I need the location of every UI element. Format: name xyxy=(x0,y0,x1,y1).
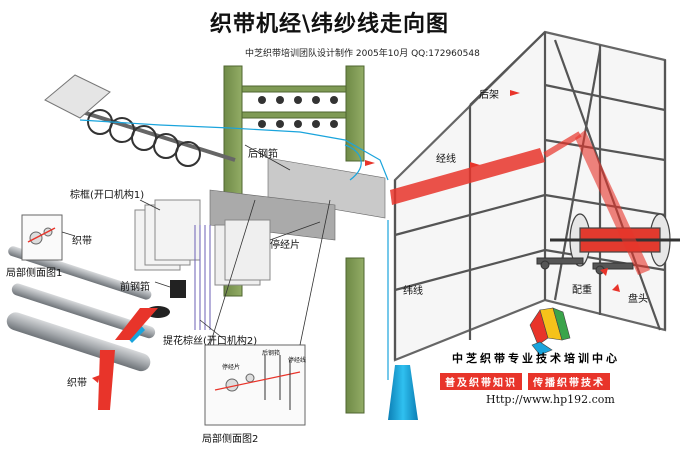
label-partial-side-1: 局部侧面图1 xyxy=(6,268,63,279)
slogan-bar: 普及织带知识 传播织带技术 xyxy=(440,373,610,390)
org-name: 中芝织带专业技术培训中心 xyxy=(452,352,620,365)
take-up-roller xyxy=(44,74,236,167)
org-url[interactable]: Http://www.hp192.com xyxy=(486,393,615,406)
warp-beam xyxy=(550,213,680,267)
inset2-label-back-reed: 后钢筘 xyxy=(262,350,281,357)
inset2-label-warp-stop: 停经片 xyxy=(222,364,241,371)
org-logo xyxy=(529,307,571,356)
front-reed-block xyxy=(170,280,186,298)
weft-yarn-path xyxy=(79,119,389,380)
jacquard-heddles xyxy=(194,225,211,330)
label-back-reed: 后钢筘 xyxy=(248,149,278,160)
label-heddle-frame: 棕框(开口机构1) xyxy=(70,190,145,201)
label-weight: 配重 xyxy=(572,285,592,296)
page-title: 织带机经\纬纱线走向图 xyxy=(210,12,450,37)
inset-1-side-view xyxy=(21,214,63,261)
inset2-label-stop-line: 停经线 xyxy=(288,357,307,364)
weight-assembly xyxy=(536,257,634,275)
inset-2-side-view xyxy=(204,344,306,426)
weft-cone xyxy=(388,365,418,420)
slogan-right: 传播织带技术 xyxy=(528,373,610,390)
label-front-reed: 前钢筘 xyxy=(120,282,150,293)
heddle-lift-knobs xyxy=(258,96,338,128)
leader-lines xyxy=(61,144,331,346)
ribbon-product xyxy=(98,308,158,410)
back-frame-creel xyxy=(393,30,667,362)
heddle-posts xyxy=(223,65,365,414)
red-arrow-marks xyxy=(92,90,620,383)
warp-yarn-path xyxy=(390,130,650,275)
label-jacquard-heddle: 提花棕丝(开口机构2) xyxy=(163,336,258,347)
label-back-frame: 后架 xyxy=(479,90,499,101)
page-subtitle: 中芝织带培训团队设计制作 2005年10月 QQ:172960548 xyxy=(245,49,480,59)
slogan-left: 普及织带知识 xyxy=(440,373,522,390)
label-weft: 纬线 xyxy=(403,286,423,297)
label-beam-head: 盘头 xyxy=(628,294,648,305)
label-ribbon-bottom: 织带 xyxy=(67,378,87,389)
label-partial-side-2: 局部侧面图2 xyxy=(202,434,259,445)
label-warp: 经线 xyxy=(436,154,456,165)
label-warp-stop: 停经片 xyxy=(270,240,300,251)
label-ribbon-top: 织带 xyxy=(72,236,92,247)
heddle-frames xyxy=(134,199,271,286)
